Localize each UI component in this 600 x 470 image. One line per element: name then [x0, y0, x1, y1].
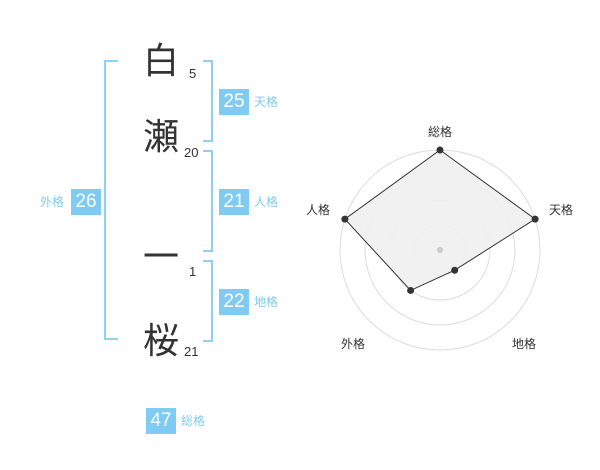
- radar-point-4: [341, 215, 349, 223]
- radar-label-chikaku: 地格: [512, 337, 537, 351]
- name-char-4: 桜: [142, 321, 179, 362]
- radar-point-3: [407, 286, 415, 294]
- name-char-2: 瀬: [142, 117, 179, 158]
- jinkaku-label: 人格: [254, 195, 279, 209]
- name-char-3: 一: [142, 237, 179, 278]
- tenkaku-label: 天格: [254, 95, 279, 109]
- tenkaku-bracket: [203, 60, 213, 142]
- radar-chart: [339, 146, 541, 351]
- chikaku-value: 22: [219, 289, 249, 315]
- stroke-count-4: 21: [184, 344, 199, 359]
- radar-center-dot: [437, 247, 443, 253]
- jinkaku-value: 21: [219, 189, 249, 215]
- radar-label-jinkaku: 人格: [306, 203, 331, 217]
- radar-series-polygon: [344, 149, 536, 292]
- radar-label-soukaku: 総格: [428, 125, 453, 139]
- stroke-count-2: 20: [184, 145, 199, 160]
- tenkaku-value: 25: [219, 89, 249, 115]
- radar-point-1: [531, 215, 539, 223]
- soukaku-label: 総格: [181, 414, 206, 428]
- soukaku-value: 47: [146, 408, 176, 434]
- gaikaku-bracket: [104, 60, 118, 340]
- chikaku-bracket: [203, 260, 213, 342]
- radar-label-tenkaku: 天格: [549, 203, 574, 217]
- stroke-count-3: 1: [189, 264, 197, 279]
- name-char-1: 白: [142, 41, 179, 82]
- radar-label-gaikaku: 外格: [341, 337, 366, 351]
- jinkaku-bracket: [203, 150, 213, 252]
- gaikaku-label: 外格: [40, 195, 65, 209]
- chikaku-label: 地格: [254, 295, 279, 309]
- gaikaku-value: 26: [71, 189, 101, 215]
- stroke-count-1: 5: [189, 66, 197, 81]
- radar-point-2: [451, 266, 459, 274]
- radar-point-0: [436, 146, 444, 154]
